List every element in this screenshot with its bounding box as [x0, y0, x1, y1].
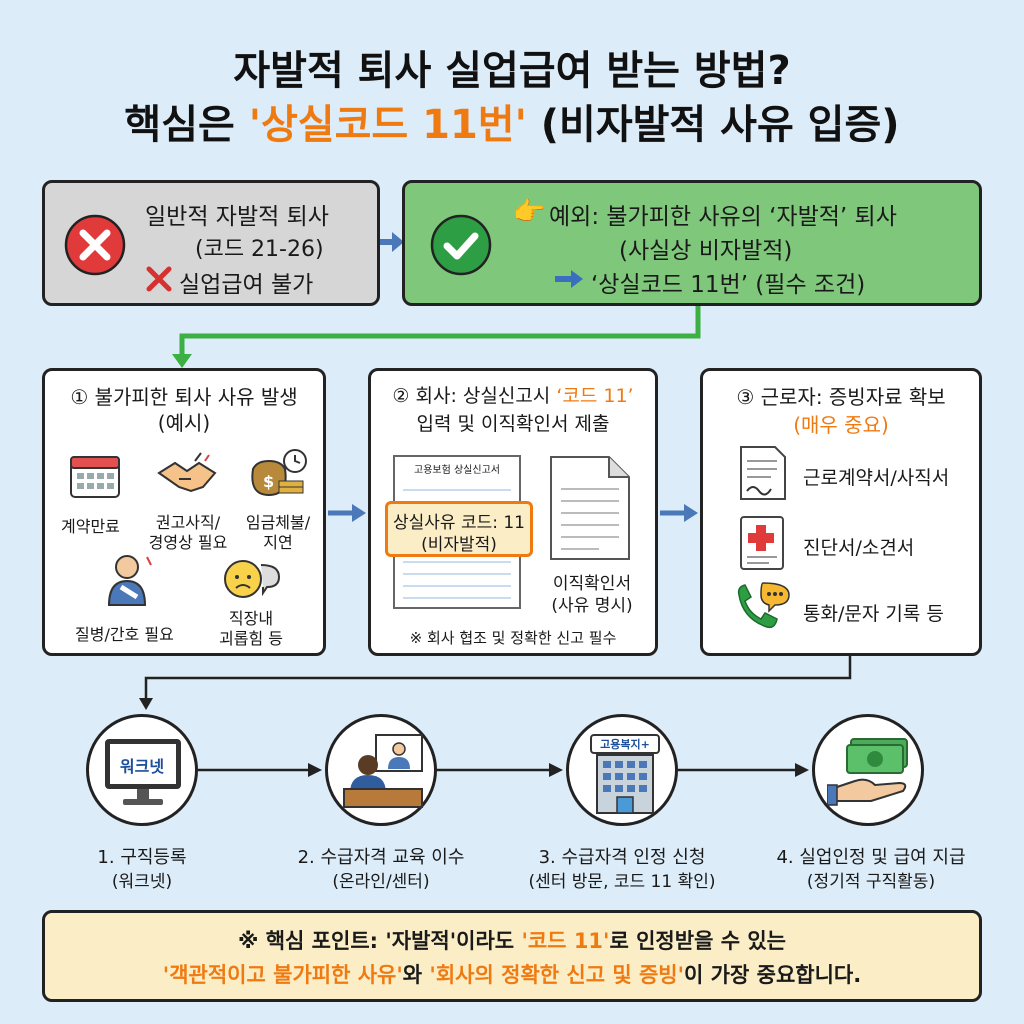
building-icon: [590, 734, 660, 814]
reason-unpaid-wages: 임금체불/: [245, 513, 311, 532]
step4-sublabel: (정기적 구직활동): [806, 872, 936, 892]
step2-label-block: 2. 수급자격 교육 이수 (온라인/센터): [281, 846, 481, 894]
evidence-call-records: 통화/문자 기록 등: [803, 603, 944, 625]
separation-doc-sublabel: (사유 명시): [551, 596, 633, 616]
form-code-label: 상실사유 코드: 11 (비자발적): [385, 501, 533, 557]
reason-business-need: 경영상 필요: [148, 533, 228, 552]
panel-worker-evidence: ③ 근로자: 증빙자료 확보 (매우 중요) 근로계약서/사직서 진단서/소견서…: [700, 368, 982, 656]
money-bag-clock-icon: $: [251, 449, 307, 497]
reason-contract-end: 계약만료: [61, 517, 120, 536]
sick-person-icon: [107, 555, 152, 606]
arrow-right-icon: [380, 232, 404, 252]
exception-line3: ‘상실코드 11번’ (필수 조건): [591, 272, 866, 298]
step3-label-block: 3. 수급자격 인정 신청 (센터 방문, 코드 11 확인): [512, 846, 732, 894]
step1-sublabel: (워크넷): [111, 872, 173, 892]
key-point-line2: '객관적이고 불가피한 사유'와 '회사의 정확한 신고 및 증빙'이 가장 중…: [45, 959, 979, 989]
green-connector-arrow: [172, 306, 701, 368]
evidence-contract: 근로계약서/사직서: [803, 467, 950, 489]
panel2-title-highlight: ‘코드 11’: [556, 385, 634, 407]
arrow-right-icon: [678, 763, 809, 777]
step4-label-block: 4. 실업인정 및 급여 지급 (정기적 구직활동): [758, 846, 984, 894]
step1-icon-text: 워크넷: [119, 757, 165, 776]
step2-icon-circle: [325, 714, 437, 826]
calendar-icon: [70, 456, 120, 498]
money-hand-icon: [827, 738, 908, 806]
title-highlight: '상실코드 11번': [248, 102, 527, 148]
panel2-title: ② 회사: 상실신고시 ‘코드 11’: [371, 381, 655, 408]
step3-label: 3. 수급자격 인정 신청: [538, 847, 706, 868]
form-header: 고용보험 상실신고서: [414, 465, 500, 476]
key-point-ending: 이 가장 중요합니다.: [684, 963, 862, 987]
key-point-box: ※ 핵심 포인트: '자발적'이라도 '코드 11'로 인정받을 수 있는 '객…: [42, 910, 982, 1002]
check-icon: [430, 214, 492, 276]
reason-harassment: 괴롭힘 등: [219, 629, 283, 648]
key-point-highlight-reason: '객관적이고 불가피한 사유': [162, 963, 403, 987]
arrow-right-icon: [660, 504, 698, 522]
panel1-title: ① 불가피한 퇴사 사유 발생: [70, 385, 298, 409]
panel2-title-line2: 입력 및 이직확인서 제출: [416, 413, 610, 435]
form-code-line2: (비자발적): [421, 535, 497, 555]
panel-unavoidable-reasons: ① 불가피한 퇴사 사유 발생 (예시) 계약만료 권고사직/ 경영상 필요 $…: [42, 368, 326, 656]
general-resignation-box: 일반적 자발적 퇴사 (코드 21-26) 실업급여 불가: [42, 180, 380, 306]
general-resignation-title: 일반적 자발적 퇴사: [145, 204, 329, 230]
step4-icon-circle: [812, 714, 924, 826]
panel2-note: ※ 회사 협조 및 정확한 신고 필수: [409, 629, 617, 647]
error-icon: [64, 214, 126, 276]
panel2-title-prefix: ② 회사: 상실신고시: [392, 385, 557, 407]
reason-illness: 질병/간호 필요: [75, 625, 174, 644]
svg-text:$: $: [263, 472, 274, 491]
arrow-right-icon: [555, 270, 583, 288]
panel3-title: ③ 근로자: 증빙자료 확보: [736, 385, 946, 409]
exception-box: 👉 예외: 불가피한 사유의 ‘자발적’ 퇴사 (사실상 비자발적) ‘상실코드…: [402, 180, 982, 306]
monitor-icon: [105, 739, 181, 805]
pointing-hand-icon: 👉: [513, 197, 546, 227]
phone-message-icon: [737, 582, 790, 629]
step1-label: 1. 구직등록: [97, 847, 187, 868]
panel1-subtitle: (예시): [157, 411, 211, 435]
key-point-line1: ※ 핵심 포인트: '자발적'이라도 '코드 11'로 인정받을 수 있는: [45, 925, 979, 955]
title-prefix: 핵심은: [124, 102, 249, 148]
reason-delay: 지연: [263, 533, 293, 552]
general-resignation-codes: (코드 21-26): [195, 237, 324, 262]
panel3-subtitle: (매우 중요): [793, 413, 889, 437]
exception-line1: 예외: 불가피한 사유의 ‘자발적’ 퇴사: [549, 204, 897, 230]
key-point-text-end: 로 인정받을 수 있는: [609, 929, 786, 953]
step1-label-block: 1. 구직등록 (워크넷): [42, 846, 242, 894]
form-code-line1: 상실사유 코드: 11: [392, 513, 525, 533]
step2-sublabel: (온라인/센터): [332, 872, 430, 892]
key-point-text: ※ 핵심 포인트: '자발적'이라도: [238, 929, 522, 953]
handshake-icon: [157, 452, 217, 493]
arrow-right-icon: [198, 763, 322, 777]
separation-doc-label: 이직확인서: [552, 574, 632, 594]
step4-label: 4. 실업인정 및 급여 지급: [776, 847, 966, 868]
key-point-connector: 와: [402, 963, 430, 987]
reason-recommended-resignation: 권고사직/: [155, 513, 221, 532]
arrow-right-icon: [328, 504, 366, 522]
no-benefit-text: 실업급여 불가: [179, 272, 314, 298]
step-connector-arrow: [139, 656, 852, 710]
step3-sublabel: (센터 방문, 코드 11 확인): [528, 872, 716, 892]
key-point-highlight-report: '회사의 정확한 신고 및 증빙': [429, 963, 685, 987]
arrow-right-icon: [437, 763, 563, 777]
worried-face-icon: [224, 560, 281, 598]
step3-icon-text: 고용복지+: [600, 738, 650, 751]
evidence-medical: 진단서/소견서: [803, 537, 915, 559]
cross-icon: [146, 266, 172, 292]
step1-icon-circle: 워크넷: [86, 714, 198, 826]
step2-label: 2. 수급자격 교육 이수: [297, 847, 465, 868]
step3-icon-circle: 고용복지+: [566, 714, 678, 826]
key-point-highlight: '코드 11': [521, 929, 610, 953]
contract-icon: [740, 446, 786, 500]
reason-workplace: 직장내: [228, 609, 274, 628]
page-title-line2: 핵심은 '상실코드 11번' (비자발적 사유 입증): [0, 92, 1024, 150]
title-suffix: (비자발적 사유 입증): [526, 102, 900, 148]
medical-certificate-icon: [740, 516, 784, 570]
panel-company-report: ② 회사: 상실신고시 ‘코드 11’ 입력 및 이직확인서 제출 고용보험 상…: [368, 368, 658, 656]
exception-line2: (사실상 비자발적): [619, 238, 793, 264]
online-education-icon: [343, 734, 423, 808]
page-title-line1: 자발적 퇴사 실업급여 받는 방법?: [233, 48, 791, 94]
document-icon: [550, 456, 630, 560]
